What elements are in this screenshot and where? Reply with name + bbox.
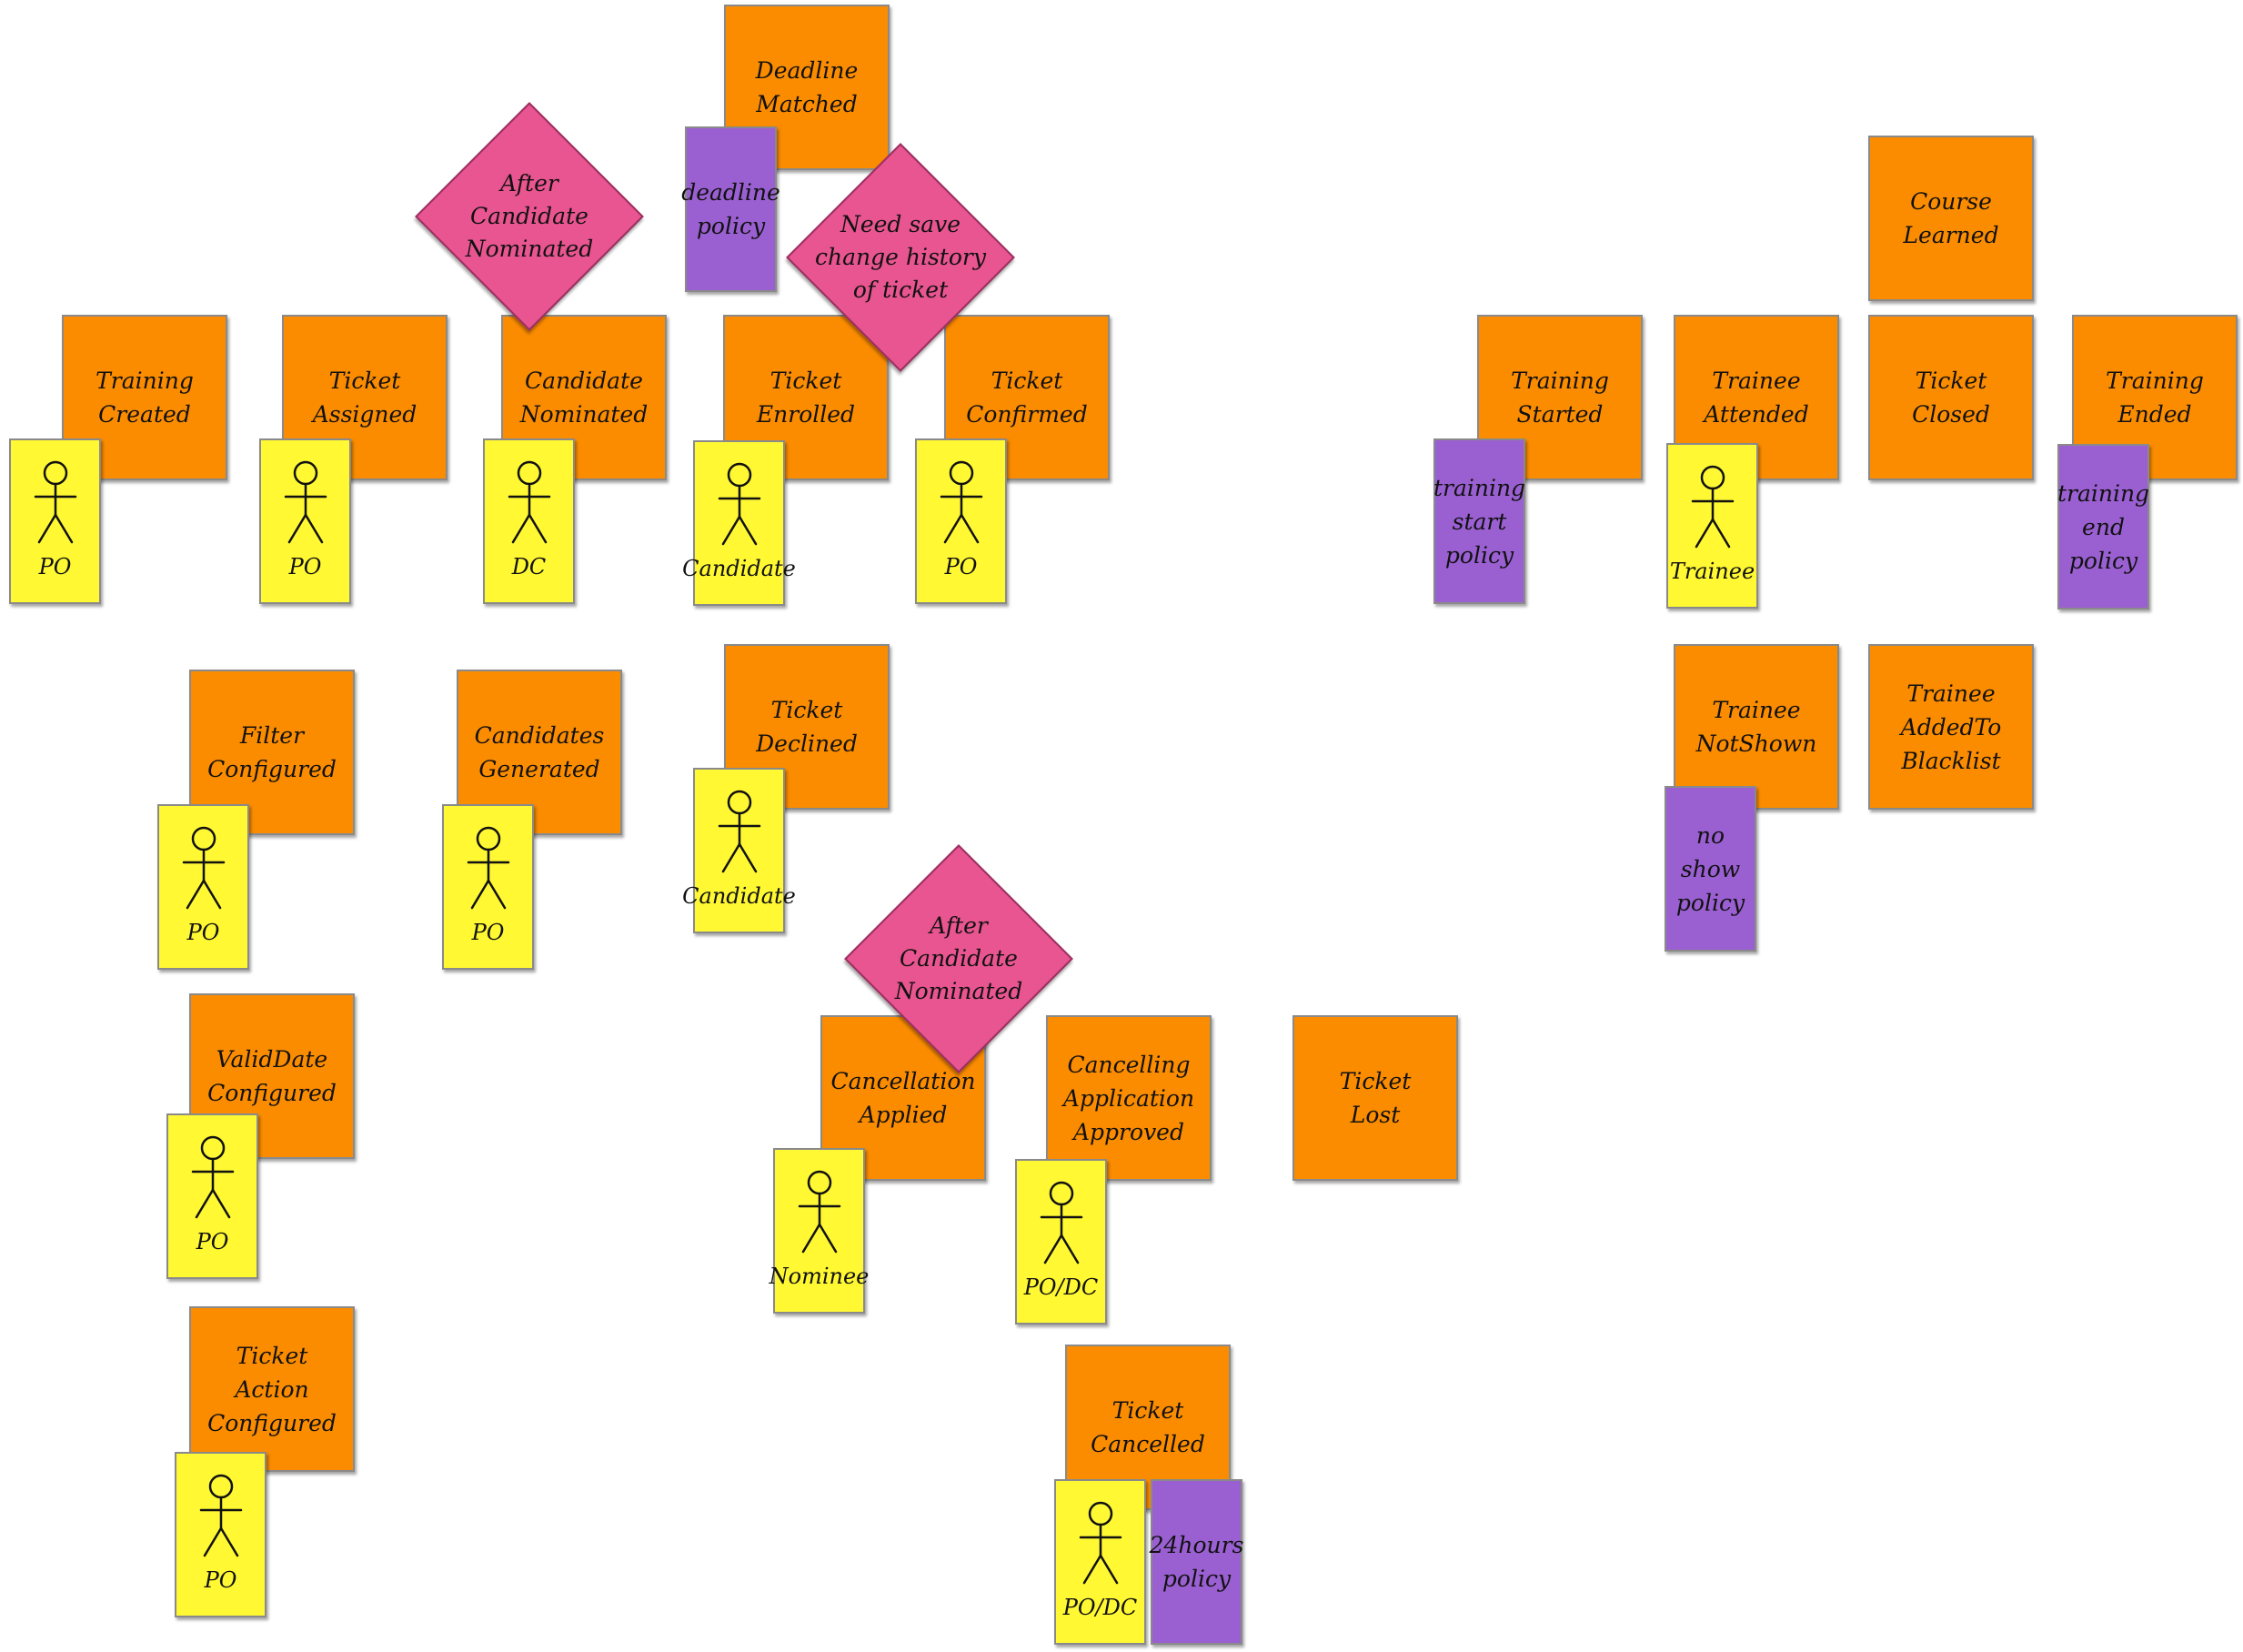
actor-note-trainee[interactable]: Trainee	[1666, 443, 1758, 609]
event-note-candidate-nominated[interactable]: Candidate Nominated	[501, 315, 667, 480]
actor-note-po[interactable]: PO	[442, 804, 534, 970]
actor-label: PO	[204, 1567, 237, 1593]
event-note-ticket-lost[interactable]: Ticket Lost	[1292, 1015, 1458, 1181]
actor-note-po[interactable]: PO	[175, 1452, 267, 1617]
event-note-trainee-addedto-blacklist[interactable]: Trainee AddedTo Blacklist	[1868, 644, 2034, 810]
actor-label: Nominee	[769, 1264, 870, 1289]
actor-note-nominee[interactable]: Nominee	[769, 1148, 869, 1314]
stick-figure-icon	[182, 826, 225, 910]
stick-figure-icon	[191, 1135, 234, 1219]
policy-note-24hours-policy[interactable]: 24hours policy	[1150, 1479, 1243, 1645]
event-note-cancellation-applied[interactable]: Cancellation Applied	[820, 1015, 986, 1181]
stick-figure-icon	[34, 460, 76, 544]
actor-label: PO/DC	[1062, 1595, 1138, 1620]
actor-note-po-dc[interactable]: PO/DC	[1015, 1159, 1107, 1325]
stick-figure-icon	[940, 460, 982, 544]
stick-figure-icon	[718, 790, 760, 873]
actor-label: PO	[288, 554, 322, 579]
actor-label: Trainee	[1669, 559, 1755, 584]
event-note-ticket-cancelled[interactable]: Ticket Cancelled	[1065, 1345, 1231, 1510]
stick-figure-icon	[284, 460, 327, 544]
actor-label: PO	[196, 1229, 229, 1254]
stick-figure-icon	[1040, 1181, 1082, 1264]
stick-figure-icon	[1079, 1501, 1122, 1585]
stick-figure-icon	[467, 826, 509, 910]
policy-note-training-end-policy[interactable]: training end policy	[2057, 444, 2149, 609]
actor-note-po[interactable]: PO	[259, 438, 351, 604]
constraint-label-after-candidate-nominated-top: After Candidate Nominated	[465, 170, 594, 262]
event-note-cancelling-application-approved[interactable]: Cancelling Application Approved	[1046, 1015, 1212, 1181]
event-note-ticket-closed[interactable]: Ticket Closed	[1868, 315, 2034, 480]
actor-note-po[interactable]: PO	[157, 804, 249, 970]
actor-label: PO/DC	[1023, 1274, 1099, 1300]
stick-figure-icon	[718, 462, 760, 546]
policy-note-deadline-policy[interactable]: deadline policy	[681, 126, 780, 292]
actor-label: Candidate	[682, 556, 796, 581]
actor-note-po-dc[interactable]: PO/DC	[1054, 1479, 1146, 1645]
actor-label: PO	[471, 920, 505, 945]
constraint-label-after-candidate-nominated-bottom: After Candidate Nominated	[894, 912, 1023, 1004]
stick-figure-icon	[508, 460, 550, 544]
actor-note-po[interactable]: PO	[166, 1113, 258, 1279]
actor-note-dc[interactable]: DC	[483, 438, 575, 604]
policy-note-training-start-policy[interactable]: training start policy	[1433, 438, 1525, 604]
actor-label: DC	[511, 554, 547, 579]
policy-note-no-show-policy[interactable]: no show policy	[1665, 786, 1756, 952]
stick-figure-icon	[199, 1474, 242, 1557]
actor-note-candidate[interactable]: Candidate	[682, 440, 796, 606]
event-note-course-learned[interactable]: Course Learned	[1868, 136, 2034, 301]
actor-label: PO	[38, 554, 72, 579]
actor-note-po[interactable]: PO	[9, 438, 101, 604]
event-note-ticket-action-configured[interactable]: Ticket Action Configured	[189, 1306, 355, 1472]
stick-figure-icon	[1691, 465, 1734, 549]
actor-label: PO	[944, 554, 978, 579]
constraint-label-need-save-change-history: Need save change history of ticket	[815, 211, 986, 303]
actor-note-po[interactable]: PO	[915, 438, 1007, 604]
actor-label: PO	[186, 920, 220, 945]
event-note-filter-configured[interactable]: Filter Configured	[189, 670, 355, 835]
event-note-trainee-notshown[interactable]: Trainee NotShown	[1674, 644, 1839, 810]
actor-note-candidate[interactable]: Candidate	[682, 768, 796, 933]
stick-figure-icon	[798, 1170, 840, 1254]
actor-label: Candidate	[682, 883, 796, 909]
